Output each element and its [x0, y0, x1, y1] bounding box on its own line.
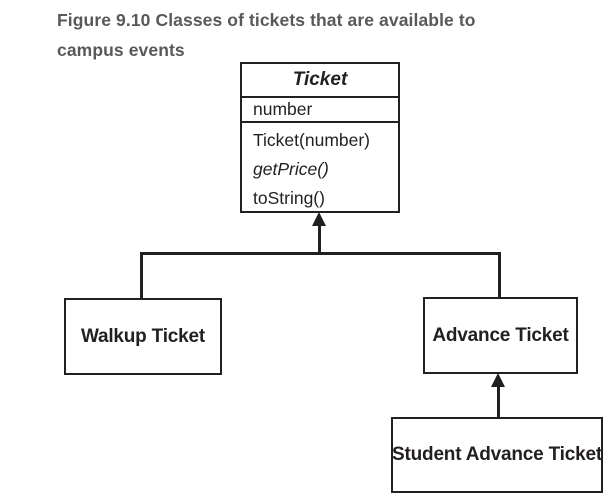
connector-walkup-drop: [140, 252, 143, 298]
connector-arrow-shaft-to-advance: [497, 386, 500, 417]
class-box-ticket: Ticket number Ticket(number) getPrice() …: [240, 62, 400, 213]
arrowhead-up-icon: [491, 373, 505, 387]
class-method-getprice: getPrice(): [253, 159, 329, 179]
arrowhead-up-icon: [312, 212, 326, 226]
figure-caption: Figure 9.10 Classes of tickets that are …: [57, 5, 597, 65]
caption-line-1: Figure 9.10 Classes of tickets that are …: [57, 10, 476, 30]
class-name-ticket: Ticket: [242, 64, 398, 98]
class-box-walkup-ticket: Walkup Ticket: [64, 298, 222, 375]
connector-arrow-shaft-to-ticket: [318, 224, 321, 254]
connector-advance-drop: [498, 252, 501, 297]
class-methods-ticket: Ticket(number) getPrice() toString(): [242, 123, 398, 213]
class-name-advance-ticket: Advance Ticket: [432, 324, 569, 346]
caption-line-2: campus events: [57, 40, 185, 60]
class-box-student-advance-ticket: Student Advance Ticket: [391, 417, 603, 493]
class-method-tostring: toString(): [253, 188, 325, 208]
connector-horizontal-trunk: [141, 252, 501, 255]
class-name-student-advance-ticket: Student Advance Ticket: [392, 444, 602, 465]
class-method-constructor: Ticket(number): [253, 130, 371, 150]
class-attribute-number: number: [242, 98, 398, 123]
class-name-walkup-ticket: Walkup Ticket: [80, 325, 206, 347]
class-box-advance-ticket: Advance Ticket: [423, 297, 578, 374]
